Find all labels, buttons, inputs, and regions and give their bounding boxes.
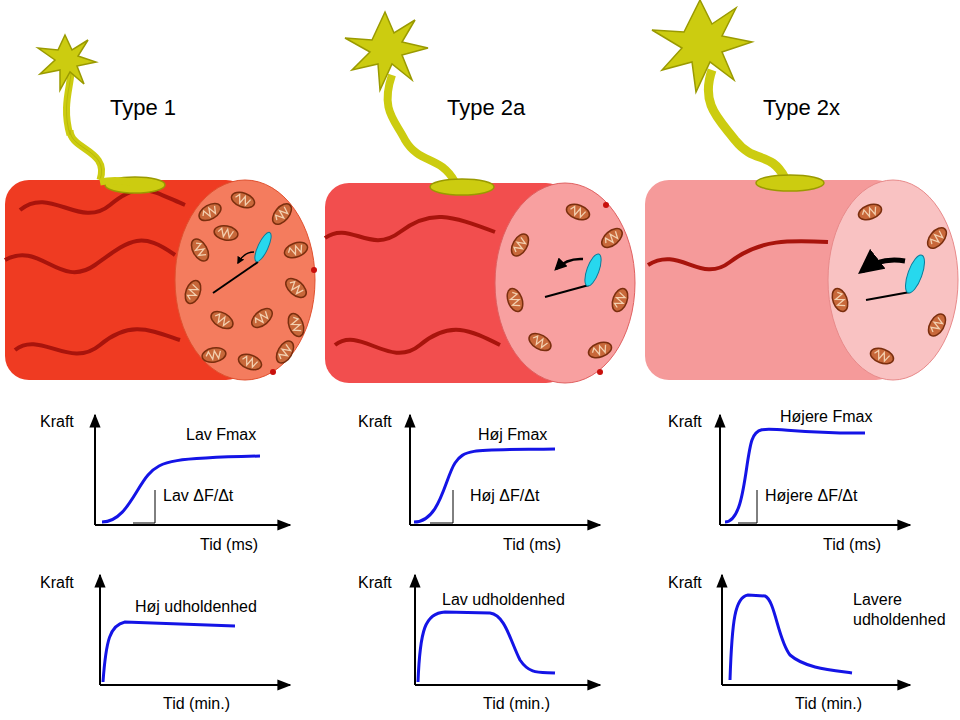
- axis-label: Tid (ms): [200, 535, 258, 555]
- axis-label: Tid (min.): [163, 694, 230, 714]
- curve-note: Høj Fmax: [478, 425, 547, 445]
- curve-note: Høj udholdenhed: [135, 597, 257, 617]
- force-time-graphs: [95, 415, 910, 685]
- curve-note: Lav Fmax: [186, 425, 256, 445]
- curve-note: Lav ΔF/Δt: [163, 486, 233, 506]
- axis-label: Tid (ms): [823, 535, 881, 555]
- axis-label: Tid (min.): [795, 694, 862, 714]
- axis-label: Kraft: [40, 412, 74, 432]
- axis-label: Kraft: [668, 573, 702, 593]
- axis-label: Kraft: [668, 412, 702, 432]
- axis-label: Kraft: [358, 573, 392, 593]
- axis-label: Tid (ms): [503, 535, 561, 555]
- fiber-type-title: Type 1: [110, 94, 176, 122]
- axis-label: Kraft: [40, 573, 74, 593]
- type1-fiber: [5, 180, 317, 380]
- type2a-fiber: [325, 183, 635, 383]
- motor-neurons: [38, 0, 824, 195]
- type2x-fiber: [645, 180, 958, 380]
- force-curves: [102, 429, 865, 682]
- curve-note: Lav udholdenhed: [442, 590, 565, 610]
- curve-note: Lavere udholdenhed: [853, 590, 953, 630]
- axis-label: Tid (min.): [483, 694, 550, 714]
- curve-note: Høj ΔF/Δt: [470, 486, 539, 506]
- axis-label: Kraft: [358, 412, 392, 432]
- curve-note: Højere ΔF/Δt: [765, 486, 858, 506]
- curve-note: Højere Fmax: [780, 407, 872, 427]
- fiber-type-title: Type 2a: [447, 94, 525, 122]
- fiber-type-title: Type 2x: [763, 94, 840, 122]
